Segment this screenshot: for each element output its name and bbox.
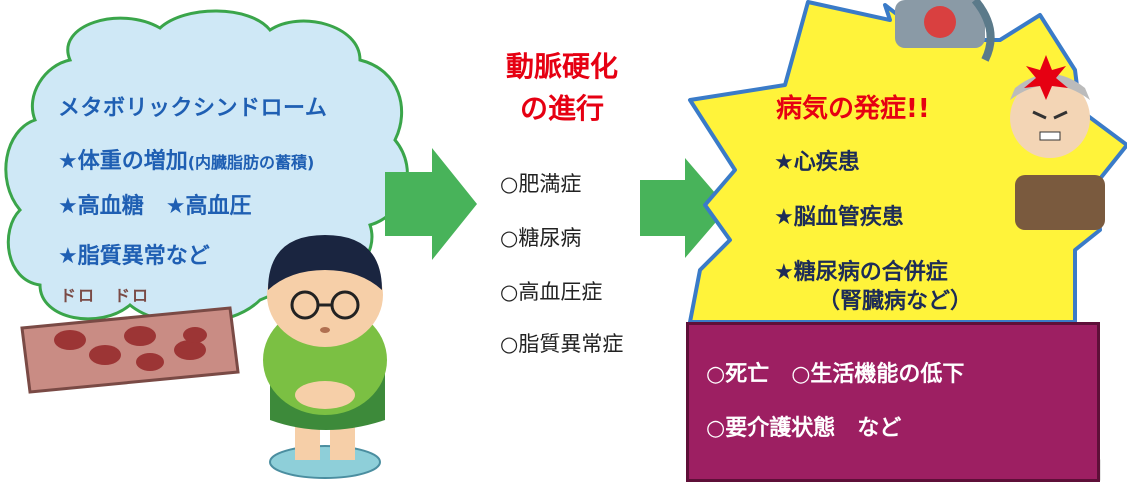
metabolic-item-weight-main: ★体重の増加 bbox=[58, 149, 188, 174]
blood-vessel-illustration bbox=[20, 306, 240, 394]
metabolic-item-lipid: ★脂質異常など bbox=[58, 244, 210, 269]
progression-item: ○肥満症 bbox=[500, 172, 582, 196]
onset-item-cerebrovascular: ★脳血管疾患 bbox=[774, 205, 904, 230]
disease-onset-title: 病気の発症!! bbox=[776, 94, 930, 124]
metabolic-item-weight: ★体重の増加(内臓脂肪の蓄積) bbox=[58, 143, 314, 175]
outcome-box bbox=[686, 322, 1100, 482]
boy-on-scale-illustration bbox=[263, 235, 387, 479]
metabolic-syndrome-title: メタボリックシンドローム bbox=[58, 96, 328, 121]
chest-pain-person-illustration bbox=[895, 0, 995, 62]
progression-item: ○糖尿病 bbox=[500, 226, 582, 250]
arrow-2 bbox=[640, 158, 728, 258]
metabolic-item-weight-sub: (内臓脂肪の蓄積) bbox=[187, 153, 315, 172]
metabolic-item-glucose-pressure: ★高血糖 ★高血圧 bbox=[58, 194, 252, 219]
progression-item: ○高血圧症 bbox=[500, 280, 603, 304]
headache-man-illustration bbox=[1010, 55, 1105, 230]
onset-item-diabetes-complication: ★糖尿病の合併症 bbox=[774, 260, 948, 285]
progression-title: 動脈硬化 の進行 bbox=[487, 46, 637, 130]
onset-item-kidney-note: （腎臓病など） bbox=[818, 289, 973, 314]
progression-title-line1: 動脈硬化 bbox=[505, 50, 618, 83]
arrow-1 bbox=[385, 148, 477, 260]
outcome-line-death-function: ○死亡 ○生活機能の低下 bbox=[706, 362, 965, 387]
onset-item-heart: ★心疾患 bbox=[774, 150, 860, 175]
doro-doro-label: ドロ ドロ bbox=[60, 286, 151, 305]
progression-item: ○脂質異常症 bbox=[500, 332, 624, 356]
outcome-line-care: ○要介護状態 など bbox=[706, 416, 902, 441]
progression-title-line2: の進行 bbox=[519, 92, 604, 125]
